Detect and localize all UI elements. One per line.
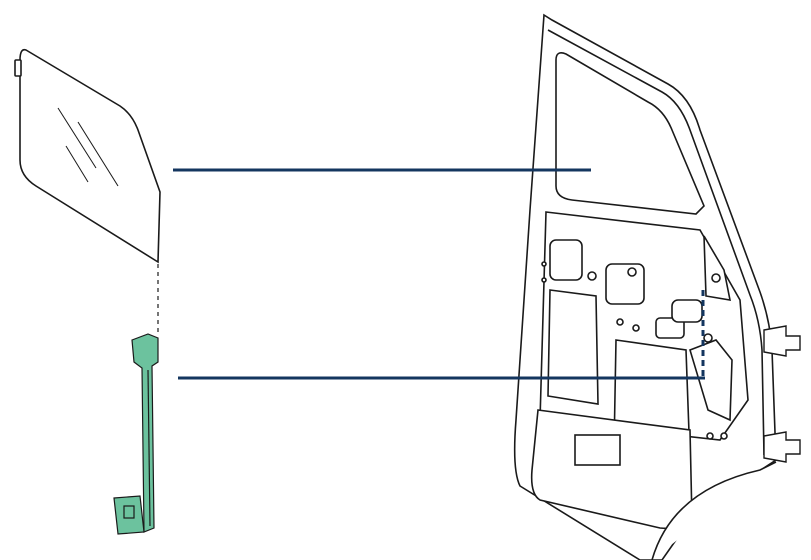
hinge-icon: [763, 325, 801, 463]
window-glass-icon: [14, 48, 161, 264]
door-frame-icon: [513, 13, 777, 560]
window-regulator-icon: [113, 333, 159, 535]
